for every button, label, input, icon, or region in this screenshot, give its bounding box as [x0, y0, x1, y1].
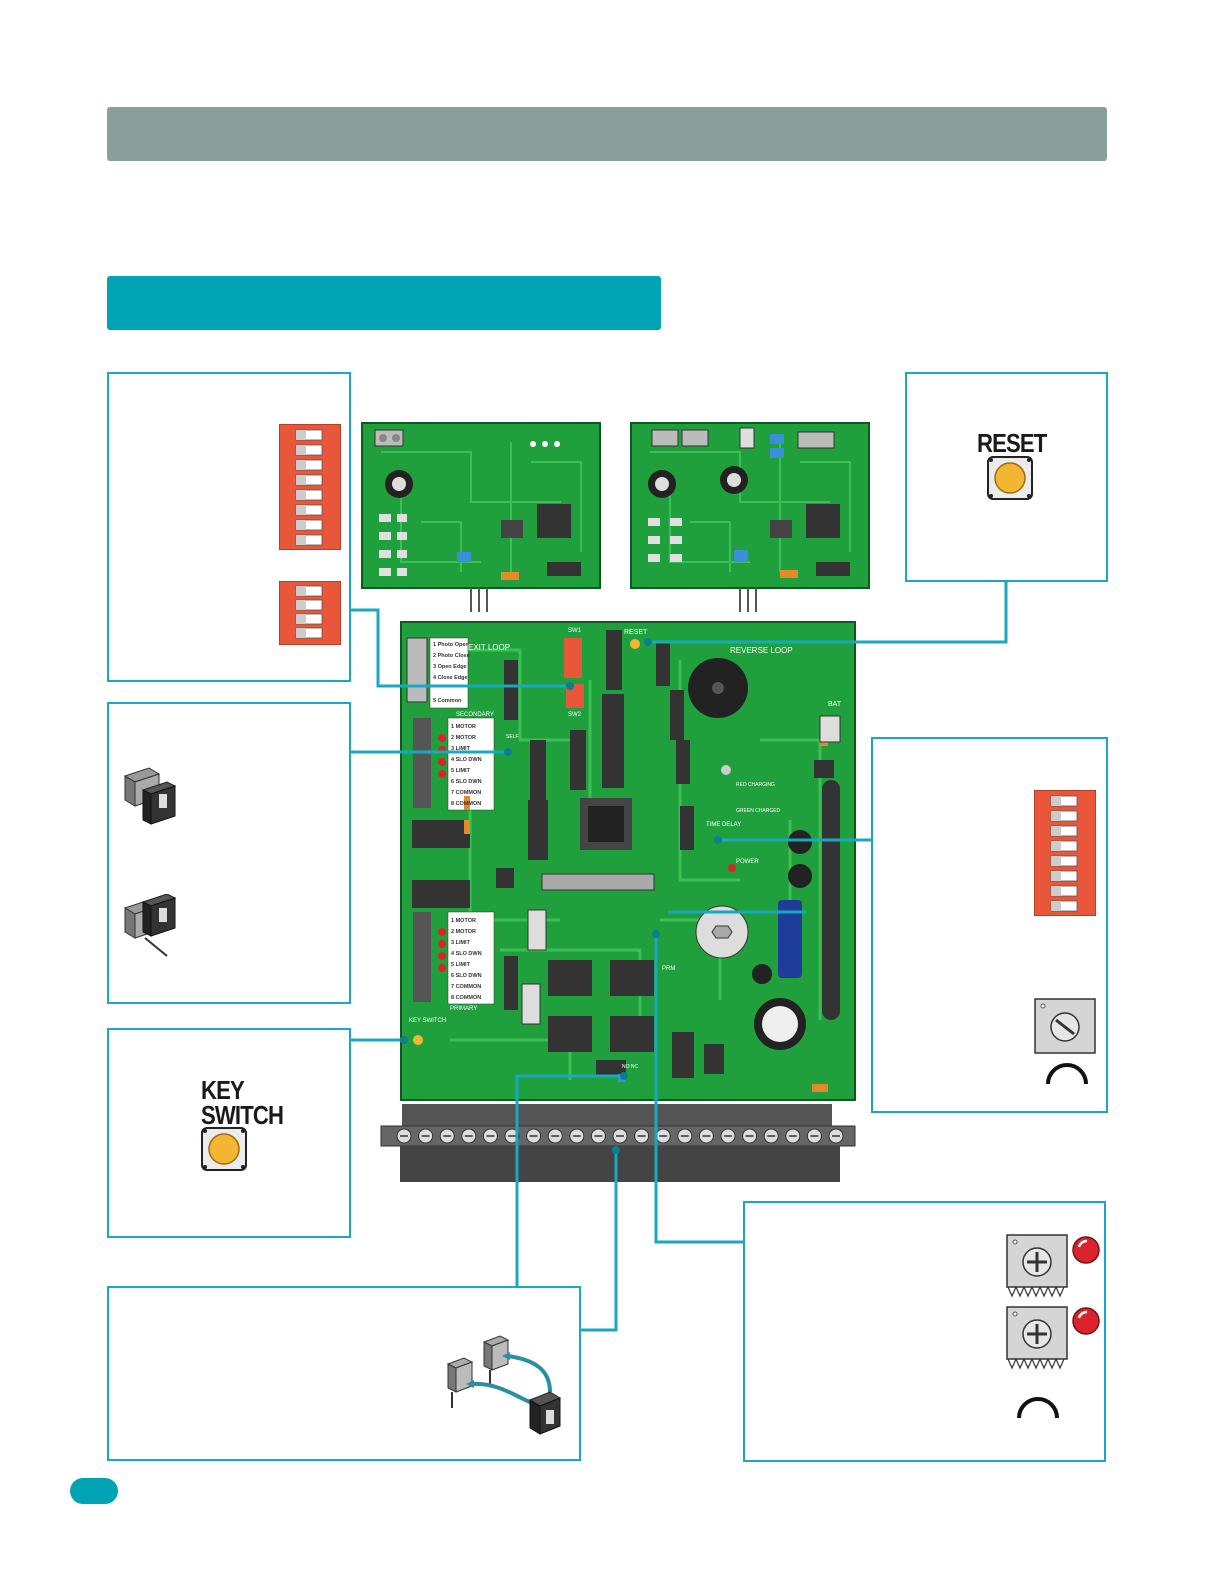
self-label: SELF — [506, 734, 519, 740]
key-switch-label-line2: SWITCH — [201, 1100, 284, 1130]
svg-text:8 COMMON: 8 COMMON — [451, 801, 481, 807]
svg-text:5 LIMIT: 5 LIMIT — [451, 962, 471, 968]
key-switch-label-line1: KEY — [201, 1075, 245, 1105]
sw1-label: SW1 — [568, 628, 582, 634]
svg-text:4 Close Edge: 4 Close Edge — [433, 675, 468, 681]
nc-no-label: NO NC — [622, 1064, 639, 1070]
svg-text:7 COMMON: 7 COMMON — [451, 790, 481, 796]
reset-board-label: RESET — [624, 629, 648, 636]
svg-text:2 MOTOR: 2 MOTOR — [451, 929, 476, 935]
sw2-label: SW2 — [568, 712, 582, 718]
dip-switch-4-icon — [278, 580, 342, 646]
svg-text:7 COMMON: 7 COMMON — [451, 984, 481, 990]
jumper-on-icon — [119, 762, 179, 828]
svg-text:2 Photo Close: 2 Photo Close — [433, 653, 470, 659]
svg-text:6 SLO DWN: 6 SLO DWN — [451, 779, 482, 785]
board-labels: EXIT LOOP REVERSE LOOP RESET SW1 SW2 BAT… — [409, 628, 842, 1070]
secondary-label: SECONDARY — [456, 712, 494, 718]
svg-text:1 MOTOR: 1 MOTOR — [451, 724, 476, 730]
svg-text:4 SLO DWN: 4 SLO DWN — [451, 951, 482, 957]
led-1-icon — [1071, 1235, 1101, 1265]
jumper-off-icon — [119, 893, 179, 960]
key-switch-board-label: KEY SWITCH — [409, 1018, 446, 1024]
bat-label: BAT — [828, 701, 842, 708]
loop-detector-module-2 — [630, 422, 870, 612]
wire-jumper-callout — [107, 1286, 581, 1461]
time-delay-label: TIME DELAY — [706, 822, 741, 828]
header-bar — [107, 107, 1107, 161]
prm-label: PRM — [662, 966, 675, 972]
page-number-tab — [70, 1478, 118, 1504]
rotation-arc-icon — [1044, 1058, 1090, 1086]
time-delay-potentiometer-icon[interactable] — [1034, 998, 1096, 1054]
svg-text:4 SLO DWN: 4 SLO DWN — [451, 757, 482, 763]
svg-text:1 MOTOR: 1 MOTOR — [451, 918, 476, 924]
svg-text:3 Open Edge: 3 Open Edge — [433, 664, 467, 670]
red-charging-label: RED CHARGING — [736, 782, 775, 788]
svg-text:8 COMMON: 8 COMMON — [451, 995, 481, 1001]
primary-label: PRIMARY — [450, 1006, 477, 1012]
reverse-loop-label: REVERSE LOOP — [730, 646, 793, 655]
rotation-arc-2-icon — [1015, 1392, 1061, 1420]
key-switch-button-icon[interactable] — [201, 1127, 247, 1171]
potentiometer-1-icon[interactable] — [1006, 1234, 1068, 1298]
green-charged-label: GREEN CHARGED — [736, 808, 781, 814]
svg-text:3 LIMIT: 3 LIMIT — [451, 940, 471, 946]
svg-text:5 LIMIT: 5 LIMIT — [451, 768, 471, 774]
dip-switch-8-icon — [278, 423, 342, 551]
loop-detector-module-1 — [361, 422, 601, 612]
svg-text:3 LIMIT: 3 LIMIT — [451, 746, 471, 752]
section-bar — [107, 276, 661, 330]
jumper-callout — [107, 702, 351, 1004]
time-delay-dip-switch-icon — [1033, 789, 1097, 917]
svg-text:2 MOTOR: 2 MOTOR — [451, 735, 476, 741]
reset-label: RESET — [977, 428, 1047, 458]
main-circuit-board — [380, 620, 856, 1185]
exit-loop-label: EXIT LOOP — [468, 643, 510, 652]
potentiometer-2-icon[interactable] — [1006, 1306, 1068, 1370]
svg-text:6 SLO DWN: 6 SLO DWN — [451, 973, 482, 979]
svg-text:5 Common: 5 Common — [433, 698, 462, 704]
reset-button-icon[interactable] — [987, 456, 1033, 500]
power-label: POWER — [736, 859, 759, 865]
svg-text:1 Photo Open: 1 Photo Open — [433, 642, 469, 648]
wire-jumper-icon — [440, 1330, 572, 1436]
led-2-icon — [1071, 1306, 1101, 1336]
